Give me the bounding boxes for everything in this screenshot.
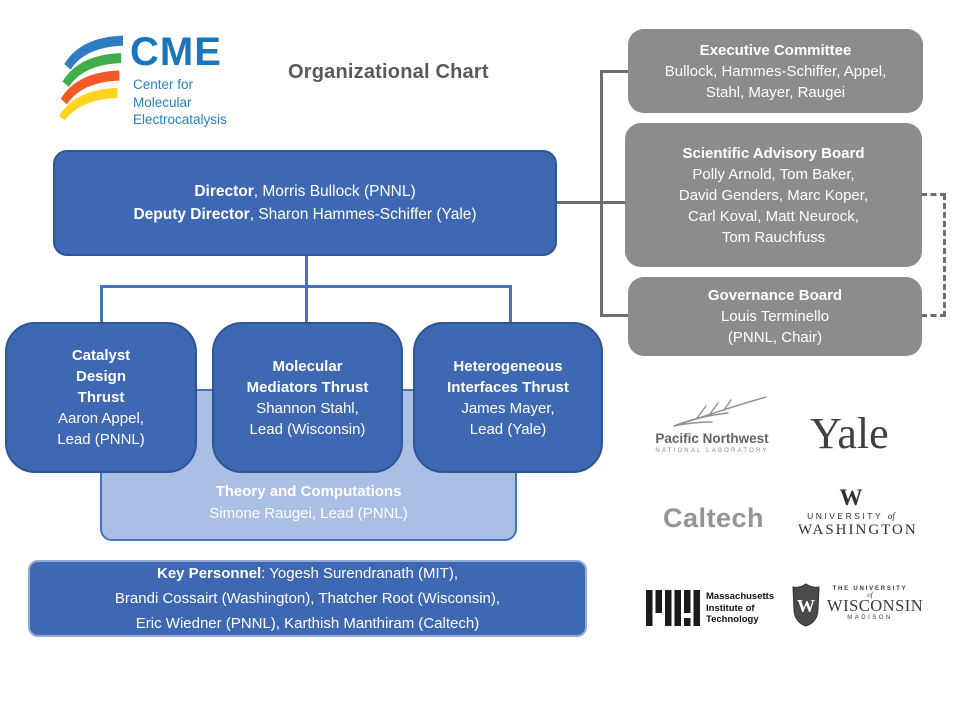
governance-board-title: Governance Board <box>707 287 843 304</box>
yale-logo: Yale <box>810 409 889 458</box>
hetero-thrust-title: Heterogeneous Interfaces Thrust <box>447 357 569 396</box>
governance-board-box: Governance Board Louis Terminello (PNNL,… <box>628 277 922 356</box>
molecular-mediators-thrust-box: Molecular Mediators Thrust Shannon Stahl… <box>212 322 403 473</box>
executive-committee-box: Executive Committee Bullock, Hammes-Schi… <box>628 29 923 113</box>
uw-w-mark: W <box>839 485 863 510</box>
catalyst-thrust-title: Catalyst Design Thrust <box>71 347 131 406</box>
page-title: Organizational Chart <box>288 61 489 83</box>
connector-dashed-top <box>921 193 946 196</box>
university-of-washington-logo: W UNIVERSITY of WASHINGTON <box>798 485 918 539</box>
key-personnel-box: Key Personnel: Yogesh Surendranath (MIT)… <box>28 560 587 637</box>
connector-to-molecular <box>305 285 308 323</box>
wisconsin-logo: W THE UNIVERSITY of WISCONSIN MADISON <box>791 583 924 631</box>
scientific-advisory-board-members: Polly Arnold, Tom Baker, David Genders, … <box>678 165 869 246</box>
executive-committee-members: Bullock, Hammes-Schiffer, Appel, Stahl, … <box>664 62 887 101</box>
wisconsin-crest-icon: W <box>792 583 820 627</box>
molecular-thrust-title: Molecular Mediators Thrust <box>246 357 369 396</box>
theory-title: Theory and Computations <box>215 483 402 500</box>
catalyst-design-thrust-box: Catalyst Design Thrust Aaron Appel, Lead… <box>5 322 197 473</box>
scientific-advisory-board-title: Scientific Advisory Board <box>682 144 865 162</box>
connector-director-to-boards <box>557 201 625 204</box>
wisconsin-of: of <box>867 591 873 599</box>
mit-name: Massachusetts Institute of Technology <box>706 591 775 625</box>
mit-bars-icon <box>646 590 700 626</box>
connector-dashed-vertical <box>943 194 946 317</box>
connector-exec-stub <box>600 70 628 73</box>
catalyst-thrust-lead: Aaron Appel, Lead (PNNL) <box>57 410 145 448</box>
executive-committee-title: Executive Committee <box>699 41 852 59</box>
svg-text:W: W <box>797 596 815 616</box>
heterogeneous-interfaces-thrust-box: Heterogeneous Interfaces Thrust James Ma… <box>413 322 603 473</box>
wisconsin-the-university: THE UNIVERSITY <box>832 586 908 592</box>
governance-board-members: Louis Terminello (PNNL, Chair) <box>720 308 830 346</box>
connector-boards-vertical <box>600 70 603 317</box>
wisconsin-madison: MADISON <box>847 615 893 621</box>
pnnl-name: Pacific Northwest <box>655 431 769 446</box>
pnnl-logo: Pacific Northwest NATIONAL LABORATORY <box>645 393 779 459</box>
caltech-logo: Caltech <box>663 503 765 533</box>
cme-swoosh-icon <box>58 35 123 120</box>
director-box: Director, Morris Bullock (PNNL) Deputy D… <box>53 150 557 256</box>
hetero-thrust-lead: James Mayer, Lead (Yale) <box>461 399 555 438</box>
key-personnel-text: Key Personnel: Yogesh Surendranath (MIT)… <box>114 565 501 632</box>
connector-director-down <box>305 255 308 287</box>
uw-washington-line: WASHINGTON <box>798 522 918 538</box>
connector-to-hetero <box>509 285 512 323</box>
scientific-advisory-board-box: Scientific Advisory Board Polly Arnold, … <box>625 123 922 267</box>
uw-university-line: UNIVERSITY of <box>807 511 895 521</box>
connector-to-catalyst <box>100 285 103 323</box>
connector-dashed-bottom <box>921 314 946 317</box>
deputy-director-line: Deputy Director, Sharon Hammes-Schiffer … <box>133 206 477 223</box>
pnnl-branch-icon <box>673 396 767 427</box>
cme-acronym: CME <box>130 30 222 74</box>
connector-gov-stub <box>600 314 628 317</box>
cme-full-name: Center for Molecular Electrocatalysis <box>133 77 227 128</box>
wisconsin-text: THE UNIVERSITY of WISCONSIN MADISON <box>827 586 924 621</box>
theory-lead: Simone Raugei, Lead (PNNL) <box>209 505 408 522</box>
cme-logo: CME Center for Molecular Electrocatalysi… <box>52 30 252 127</box>
molecular-thrust-lead: Shannon Stahl, Lead (Wisconsin) <box>249 399 366 438</box>
wisconsin-name: WISCONSIN <box>827 596 924 615</box>
pnnl-subtitle: NATIONAL LABORATORY <box>655 448 769 454</box>
director-line: Director, Morris Bullock (PNNL) <box>194 183 416 200</box>
mit-logo: Massachusetts Institute of Technology <box>646 590 776 630</box>
